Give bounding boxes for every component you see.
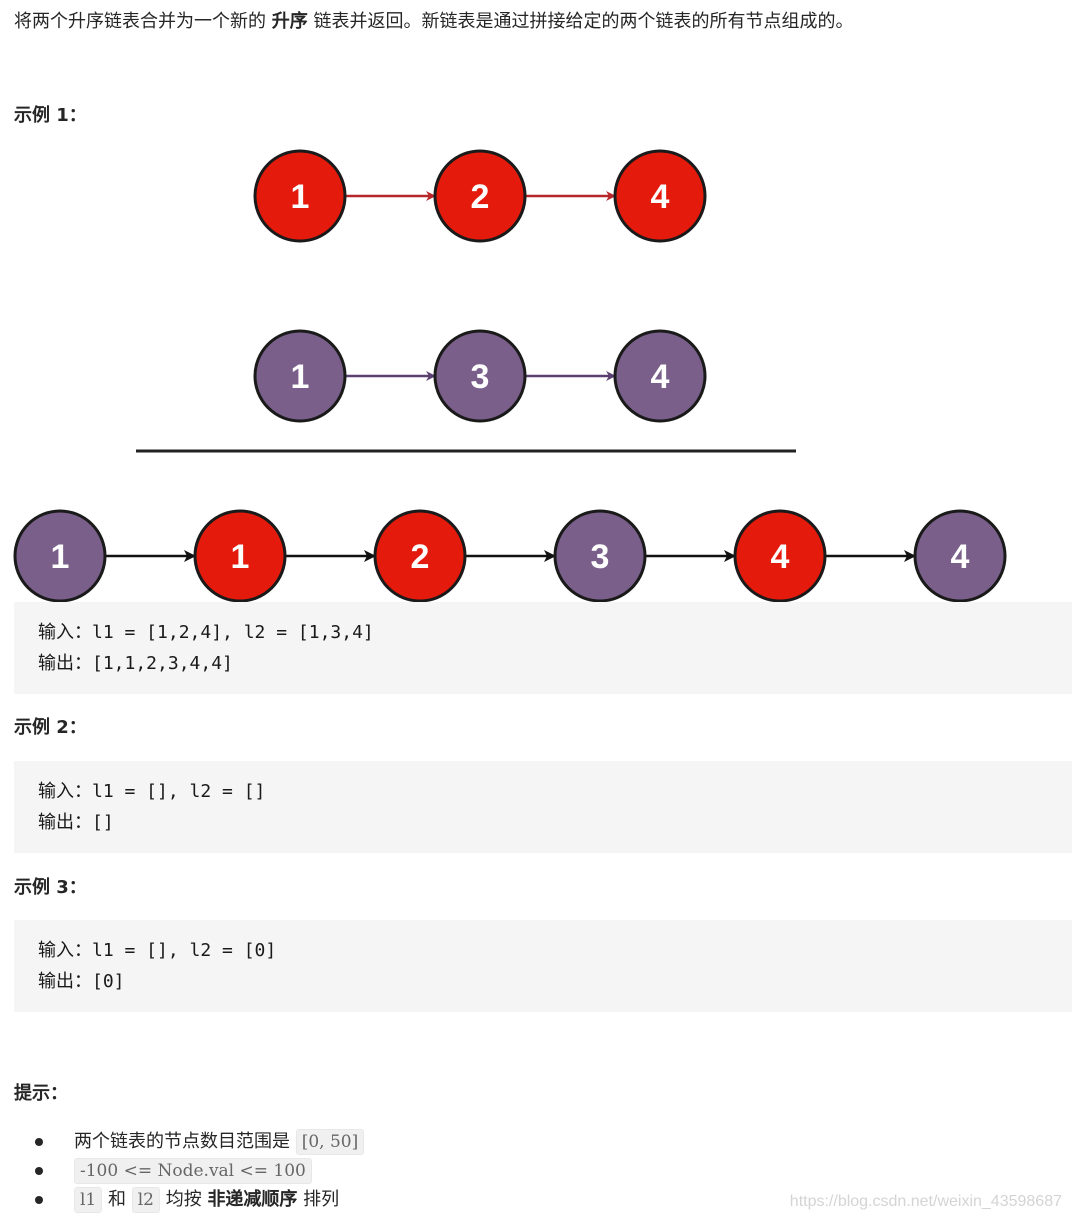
watermark: https://blog.csdn.net/weixin_43598687 xyxy=(789,1193,1062,1210)
hints-list: 两个链表的节点数目范围是 [0, 50] -100 <= Node.val <=… xyxy=(35,1127,365,1214)
hints-heading: 提示： xyxy=(14,1083,68,1104)
list1-node xyxy=(613,149,707,243)
hint-text: 和 xyxy=(102,1189,132,1210)
list2-node xyxy=(433,329,527,423)
merged-node-label: 1 xyxy=(231,538,250,576)
description-text-rest: 链表并返回。新链表是通过拼接给定的两个链表的所有节点组成的。 xyxy=(307,11,854,32)
inline-code: -100 <= Node.val <= 100 xyxy=(74,1158,312,1184)
list2-row: 1 3 4 xyxy=(253,329,707,423)
bullet-icon xyxy=(35,1138,43,1146)
example-1-code: 输入：l1 = [1,2,4], l2 = [1,3,4] 输出：[1,1,2,… xyxy=(14,602,1072,694)
merged-node-label: 1 xyxy=(51,538,70,576)
bullet-icon xyxy=(35,1196,43,1204)
hint-item: -100 <= Node.val <= 100 xyxy=(35,1156,364,1185)
inline-code: l1 xyxy=(74,1187,103,1213)
description-emphasis: 升序 xyxy=(271,11,308,32)
bullet-icon xyxy=(35,1167,43,1175)
merged-node xyxy=(733,509,827,603)
inline-code: l2 xyxy=(131,1187,160,1213)
merged-node xyxy=(373,509,467,603)
example-1-output: 输出：[1,1,2,3,4,4] xyxy=(38,653,233,674)
example-3-heading: 示例 3： xyxy=(14,877,87,898)
list2-node-label: 3 xyxy=(471,358,490,396)
merged-node-label: 4 xyxy=(771,538,790,576)
example-2-code: 输入：l1 = [], l2 = [] 输出：[] xyxy=(14,761,1072,853)
list1-node-label: 2 xyxy=(471,178,490,216)
problem-description: 将两个升序链表合并为一个新的 升序 链表并返回。新链表是通过拼接给定的两个链表的… xyxy=(14,9,853,35)
merged-node xyxy=(913,509,1007,603)
merged-list-row: 1 1 2 3 4 4 xyxy=(13,509,1007,603)
merged-node-label: 4 xyxy=(951,538,970,576)
list1-node-label: 4 xyxy=(651,178,670,216)
hint-item: l1 和 l2 均按 非递减顺序 排列 xyxy=(35,1185,364,1214)
merge-lists-diagram: 1 2 4 1 3 4 1 1 2 3 4 4 xyxy=(13,149,1007,603)
example-1-heading: 示例 1： xyxy=(14,105,87,126)
list1-node-label: 1 xyxy=(291,178,310,216)
hint-text: 排列 xyxy=(297,1189,340,1210)
hint-text: 均按 xyxy=(159,1189,208,1210)
example-2-input: 输入：l1 = [], l2 = [] xyxy=(38,781,266,802)
example-2-output: 输出：[] xyxy=(38,812,114,833)
merged-node-label: 2 xyxy=(411,538,430,576)
list1-node xyxy=(253,149,347,243)
hint-emphasis: 非递减顺序 xyxy=(207,1189,298,1210)
merged-node-label: 3 xyxy=(591,538,610,576)
example-3-input: 输入：l1 = [], l2 = [0] xyxy=(38,940,277,961)
merged-node xyxy=(553,509,647,603)
list1-row: 1 2 4 xyxy=(253,149,707,243)
list1-node xyxy=(433,149,527,243)
example-2-heading: 示例 2： xyxy=(14,717,87,738)
example-3-output: 输出：[0] xyxy=(38,971,125,992)
example-1-input: 输入：l1 = [1,2,4], l2 = [1,3,4] xyxy=(38,622,374,643)
inline-code: [0, 50] xyxy=(295,1129,365,1155)
merged-node xyxy=(13,509,107,603)
hint-text: 两个链表的节点数目范围是 xyxy=(74,1131,296,1152)
example-3-code: 输入：l1 = [], l2 = [0] 输出：[0] xyxy=(14,920,1072,1012)
list2-node xyxy=(613,329,707,423)
merged-node xyxy=(193,509,287,603)
list2-node xyxy=(253,329,347,423)
list2-node-label: 1 xyxy=(291,358,310,396)
list2-node-label: 4 xyxy=(651,358,670,396)
description-text: 将两个升序链表合并为一个新的 xyxy=(14,11,272,32)
hint-item: 两个链表的节点数目范围是 [0, 50] xyxy=(35,1127,365,1156)
